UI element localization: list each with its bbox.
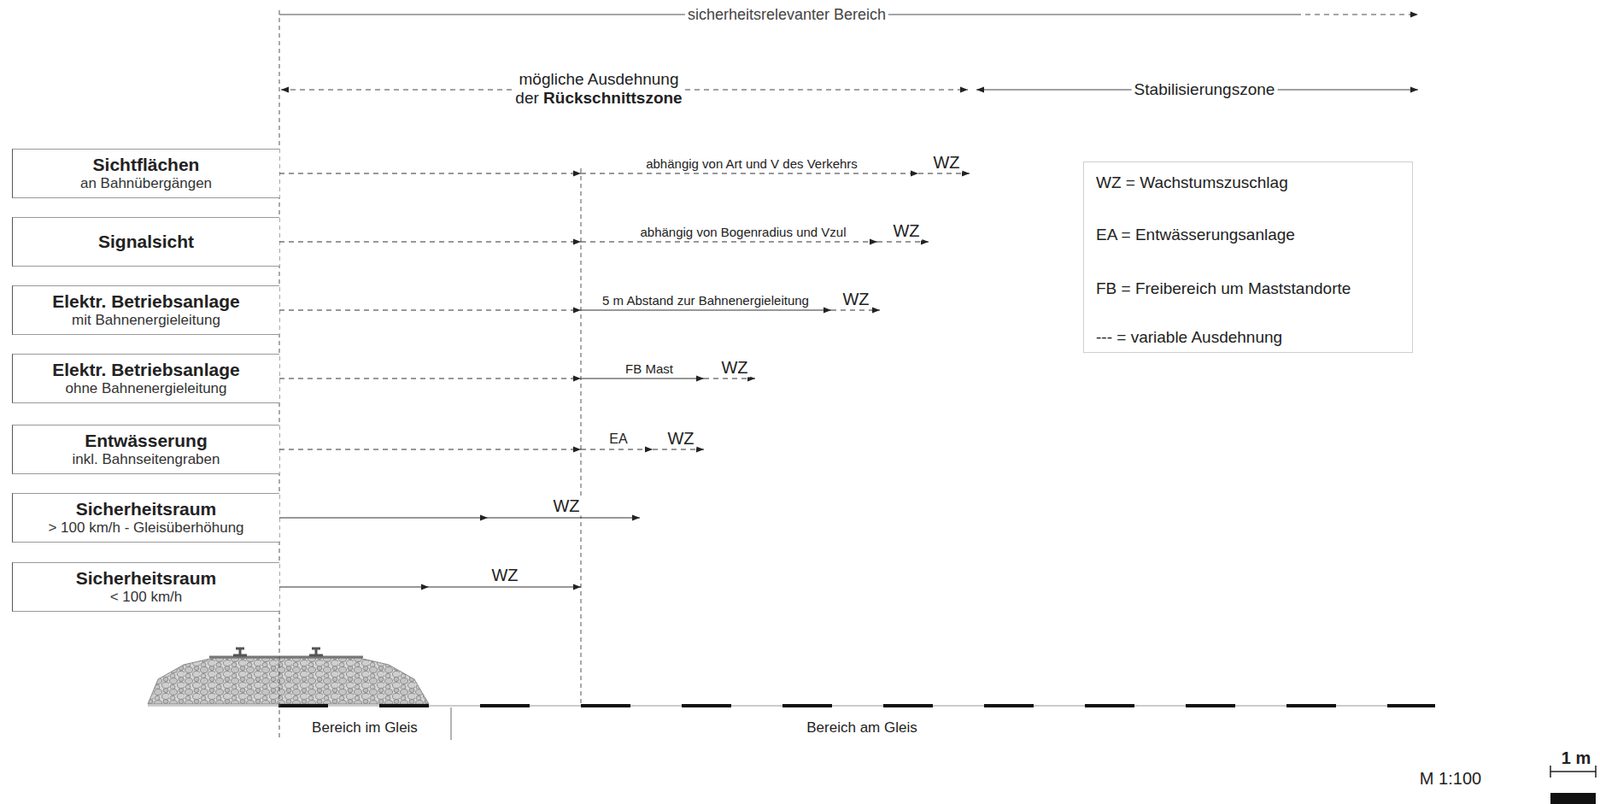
row-label-box: Sichtflächenan Bahnübergängen xyxy=(11,148,280,199)
rail xyxy=(309,648,323,656)
growth-allowance: WZ xyxy=(664,428,697,449)
row-subtitle: mit Bahnenergieleitung xyxy=(71,311,221,329)
extent-arrow xyxy=(652,448,704,450)
ballast-bed xyxy=(147,657,429,704)
extent-arrow xyxy=(279,516,488,518)
extent-arrow xyxy=(580,309,832,311)
extent-note: FB Mast xyxy=(622,361,676,376)
extent-arrow xyxy=(279,448,581,450)
range-label: mögliche Ausdehnung der Rückschnittszone xyxy=(512,70,685,108)
row-label-box: Sicherheitsraum< 100 km/h xyxy=(11,562,280,612)
extent-arrow xyxy=(279,377,581,379)
row-title: Entwässerung xyxy=(84,430,208,452)
area-label: Bereich im Gleis xyxy=(309,719,421,737)
legend-entry: WZ = Wachstumszuschlag xyxy=(1095,173,1289,194)
row-label-box: Entwässerunginkl. Bahnseitengraben xyxy=(11,424,280,475)
scale-bar-block xyxy=(1550,792,1596,804)
legend-entry: EA = Entwässerungsanlage xyxy=(1095,225,1296,246)
range-label: Stabilisierungszone xyxy=(1131,80,1278,100)
extent-note: abhängig von Art und V des Verkehrs xyxy=(643,156,861,171)
growth-allowance: WZ xyxy=(550,496,582,516)
row-subtitle: ohne Bahnenergieleitung xyxy=(64,380,227,398)
scale-label: M 1:100 xyxy=(1417,768,1484,789)
row-title: Sicherheitsraum xyxy=(76,568,217,589)
ground-dash xyxy=(278,703,1436,708)
range-label: sicherheitsrelevanter Bereich xyxy=(685,5,889,24)
growth-allowance: WZ xyxy=(488,565,521,586)
rail xyxy=(233,648,247,656)
legend-entry: FB = Freibereich um Maststandorte xyxy=(1095,279,1351,299)
extent-arrow xyxy=(831,309,880,311)
growth-allowance: WZ xyxy=(839,289,872,310)
ground-line xyxy=(147,704,1436,707)
extent-arrow xyxy=(580,172,919,174)
extent-note: abhängig von Bogenradius und Vzul xyxy=(637,224,849,240)
row-subtitle: < 100 km/h xyxy=(110,588,183,606)
extent-arrow xyxy=(279,240,581,242)
row-label-box: Elektr. Betriebsanlagemit Bahnenergielei… xyxy=(11,285,280,335)
area-label: Bereich am Gleis xyxy=(803,719,920,737)
growth-allowance: WZ xyxy=(890,221,922,241)
row-title: Elektr. Betriebsanlage xyxy=(52,291,240,312)
extent-arrow xyxy=(580,240,878,242)
row-title: Sichtflächen xyxy=(93,154,200,176)
scale-length: 1 m xyxy=(1558,748,1594,768)
row-title: Sicherheitsraum xyxy=(76,498,217,520)
range-arrow xyxy=(1295,13,1419,16)
extent-arrow xyxy=(877,240,929,242)
row-label-box: Elektr. Betriebsanlageohne Bahnenergiele… xyxy=(11,353,280,404)
extent-arrow xyxy=(703,377,756,379)
row-subtitle: an Bahnübergängen xyxy=(80,175,212,193)
row-title: Signalsicht xyxy=(98,231,194,253)
extent-arrow xyxy=(279,172,581,174)
row-title: Elektr. Betriebsanlage xyxy=(52,359,240,381)
legend-box: WZ = Wachstumszuschlag EA = Entwässerungs… xyxy=(1083,161,1413,353)
extent-note: EA xyxy=(606,431,630,447)
row-subtitle: > 100 km/h - Gleisüberhöhung xyxy=(47,519,244,537)
extent-arrow xyxy=(487,516,640,518)
legend-entry: --- = variable Ausdehnung xyxy=(1095,328,1283,348)
zone-separator xyxy=(451,707,452,740)
extent-arrow xyxy=(279,586,429,587)
row-label-box: Sicherheitsraum> 100 km/h - Gleisüberhöh… xyxy=(11,492,280,543)
growth-allowance: WZ xyxy=(718,357,751,378)
growth-allowance: WZ xyxy=(930,152,962,173)
row-subtitle: inkl. Bahnseitengraben xyxy=(72,451,221,469)
extent-arrow xyxy=(580,377,704,379)
extent-note: 5 m Abstand zur Bahnenergieleitung xyxy=(599,293,812,308)
extent-arrow xyxy=(428,586,581,587)
extent-arrow xyxy=(279,309,581,311)
sleeper xyxy=(209,656,364,659)
extent-arrow xyxy=(918,172,970,174)
row-label-box: Signalsicht xyxy=(11,216,280,267)
extent-arrow xyxy=(580,448,653,450)
zone-boundary-line xyxy=(580,168,582,706)
